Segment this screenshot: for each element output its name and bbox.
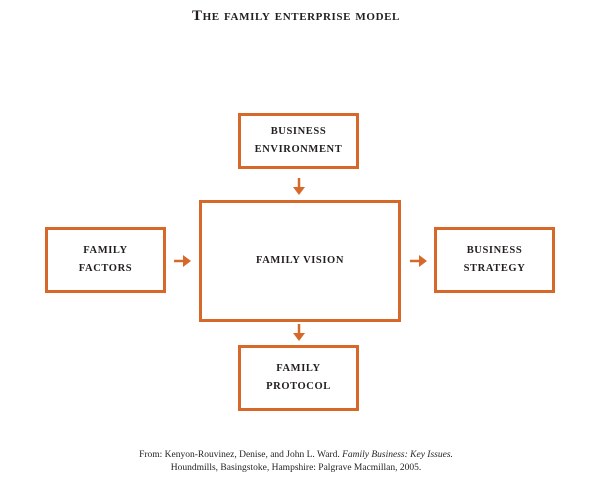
caption-book-title: Family Business: Key Issues. <box>342 450 453 460</box>
family-vision-label: FAMILY VISION <box>255 255 345 266</box>
caption-authors: From: Kenyon-Rouvinez, Denise, and John … <box>139 450 343 460</box>
family-protocol-label: FAMILY PROTOCOL <box>266 363 331 392</box>
arrow-down-icon <box>293 178 305 195</box>
business-strategy-box: BUSINESS STRATEGY <box>434 227 555 293</box>
arrow-right-icon <box>174 255 191 267</box>
caption-line-2: Houndmills, Basingstoke, Hampshire: Palg… <box>170 463 422 473</box>
business-environment-label: BUSINESS ENVIRONMENT <box>254 126 343 155</box>
business-strategy-label: BUSINESS STRATEGY <box>463 245 526 274</box>
family-vision-box: FAMILY VISION <box>199 200 401 322</box>
arrow-right-icon <box>410 255 427 267</box>
family-protocol-box: FAMILY PROTOCOL <box>238 345 359 411</box>
arrow-down-icon <box>293 324 305 341</box>
caption-line-1: From: Kenyon-Rouvinez, Denise, and John … <box>0 449 592 462</box>
family-factors-label: FAMILY FACTORS <box>78 245 133 274</box>
source-caption: From: Kenyon-Rouvinez, Denise, and John … <box>0 449 592 475</box>
business-environment-box: BUSINESS ENVIRONMENT <box>238 113 359 169</box>
family-factors-box: FAMILY FACTORS <box>45 227 166 293</box>
diagram-title: The family enterprise model <box>192 8 400 24</box>
